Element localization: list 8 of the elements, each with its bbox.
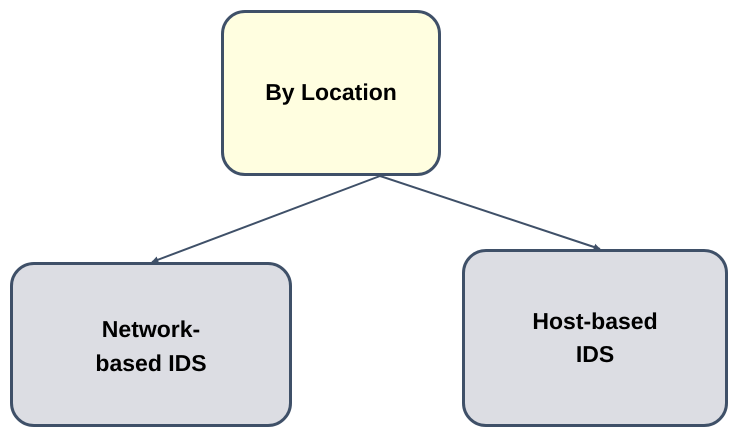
box-label: Host-based IDS <box>531 306 659 369</box>
box-label: By Location <box>265 78 397 108</box>
subcategory-box <box>10 262 292 427</box>
arrow <box>380 175 601 250</box>
category-box <box>221 10 441 176</box>
subcategory-box <box>462 249 728 427</box>
arrow <box>151 175 380 264</box>
box-label: Network- based IDS <box>94 315 208 378</box>
